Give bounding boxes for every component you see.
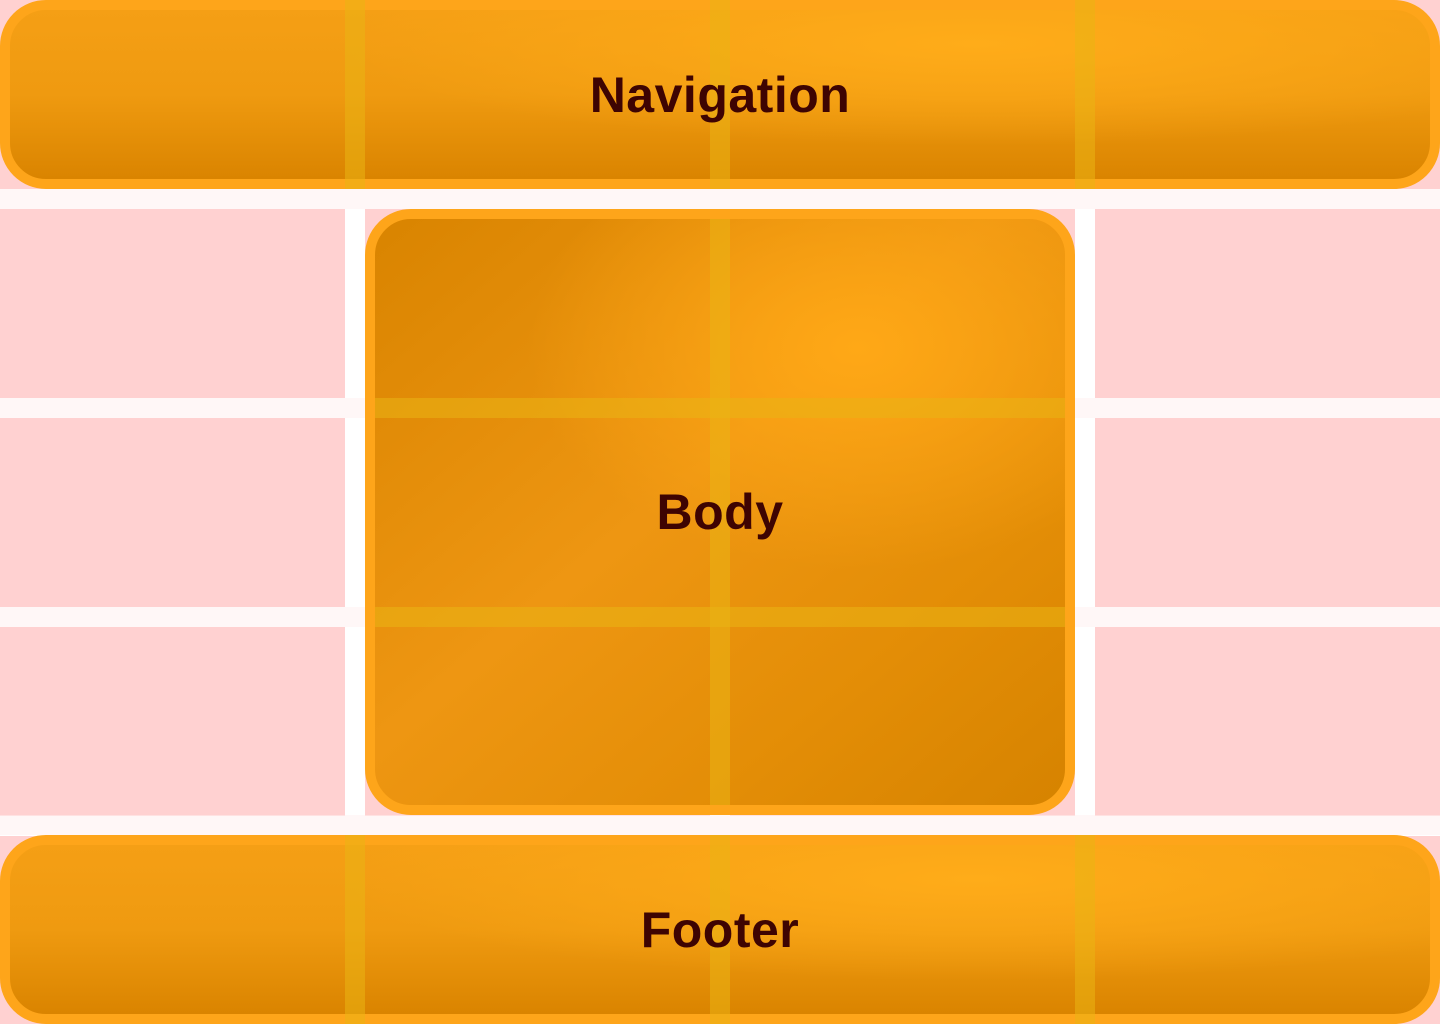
grid-cell [0,418,345,607]
grid-cell [1095,627,1440,816]
navigation-label: Navigation [589,66,851,123]
footer-label: Footer [640,901,800,958]
body-label: Body [656,484,784,540]
grid-cell [0,209,345,398]
grid-cell [1095,418,1440,607]
grid-cell [0,627,345,816]
body-block: Body [365,209,1075,815]
navigation-block: Navigation [0,0,1440,189]
grid-cell [1095,209,1440,398]
footer-block: Footer [0,835,1440,1024]
